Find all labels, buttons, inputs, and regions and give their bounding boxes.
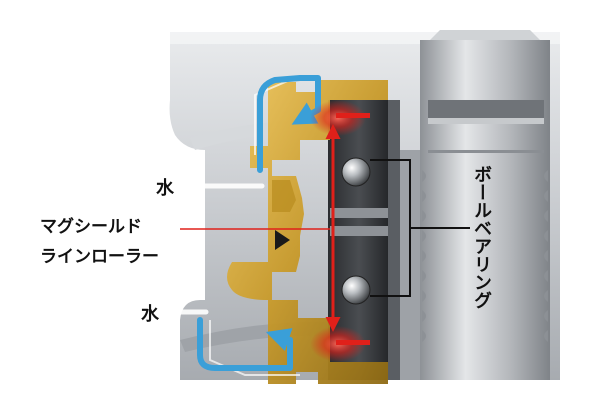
mag-shield-label-line1: マグシールド xyxy=(40,217,142,237)
bearing-ball-icon xyxy=(341,275,371,305)
ball-bearing-label: ボールベアリング xyxy=(471,165,492,309)
bearing-balls xyxy=(341,157,371,305)
water-streaks xyxy=(167,183,265,315)
water-flow-arrow-top-icon xyxy=(257,75,321,173)
water-flow-arrows xyxy=(197,75,321,371)
mag-shield-part xyxy=(227,80,388,384)
water-label-top: 水 xyxy=(156,178,174,199)
bearing-ball-icon xyxy=(341,157,371,187)
water-flow-arrow-bottom-icon xyxy=(197,317,293,371)
mag-shield-label-line2: ラインローラー xyxy=(40,247,159,267)
leader-lines xyxy=(180,159,470,297)
seal-glows xyxy=(310,100,370,362)
water-label-bottom: 水 xyxy=(141,304,159,325)
shaft xyxy=(400,30,550,380)
